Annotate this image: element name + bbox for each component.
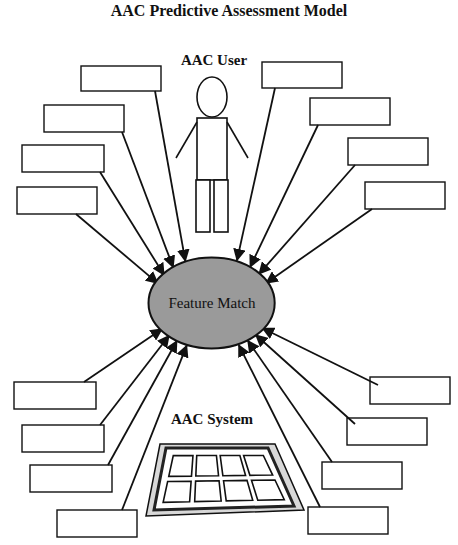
empty-box [14, 382, 96, 409]
leader-arrow [76, 214, 158, 283]
leader-arrow [155, 91, 185, 261]
node-label: Feature Match [147, 295, 276, 312]
leader-arrow [248, 341, 332, 462]
part-label: AAC User [181, 52, 247, 69]
device-key [244, 455, 273, 475]
leader-arrow [266, 209, 372, 283]
empty-box [365, 182, 445, 209]
stick-figure [176, 77, 248, 232]
diagram-title: AAC Predictive Assessment Model [111, 2, 348, 20]
empty-box [44, 105, 124, 132]
empty-box [17, 187, 97, 214]
device-key [224, 480, 253, 501]
empty-box [308, 507, 388, 534]
leader-arrow [84, 329, 162, 382]
empty-box [262, 62, 342, 88]
empty-box [57, 510, 137, 537]
empty-box [348, 138, 428, 165]
empty-box [81, 66, 161, 91]
device-key [169, 456, 193, 477]
part-label: AAC System [171, 411, 253, 428]
leader-arrow [108, 341, 177, 465]
device-key [163, 481, 191, 502]
device-key [220, 455, 245, 475]
leader-arrow [237, 88, 275, 260]
aac-device [146, 444, 304, 516]
device-key [196, 456, 219, 477]
empty-box [310, 98, 390, 125]
leader-arrow [122, 346, 187, 510]
empty-boxes [14, 62, 450, 537]
leader-arrow [259, 165, 355, 274]
empty-box [370, 377, 450, 404]
empty-box [347, 418, 427, 445]
empty-box [30, 465, 112, 492]
leader-arrows [76, 88, 378, 510]
device-key [251, 480, 284, 500]
feature-ellipse: Feature Match [147, 256, 276, 350]
device-key [195, 481, 222, 502]
empty-box [22, 425, 104, 452]
empty-box [22, 145, 104, 172]
empty-box [322, 462, 402, 489]
leader-arrow [100, 172, 164, 275]
leader-arrow [100, 336, 169, 425]
